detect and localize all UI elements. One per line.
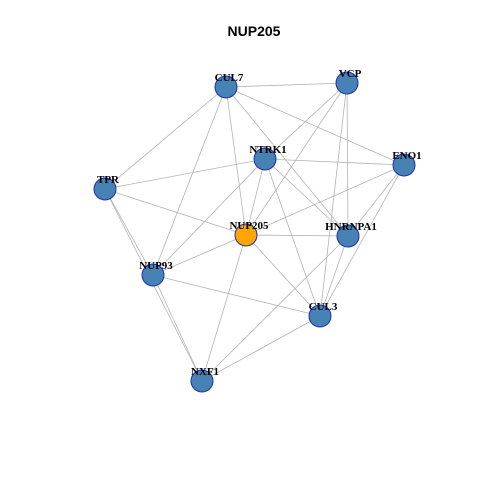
edge-layer — [104, 82, 405, 382]
edge-ntrk1-nup205 — [245, 158, 266, 236]
node-cul3 — [308, 304, 332, 328]
node-label-tpr: TPR — [97, 174, 120, 186]
node-vcp — [335, 71, 359, 95]
edge-cul7-eno1 — [225, 86, 405, 166]
node-eno1 — [392, 153, 416, 177]
node-label-eno1: ENO1 — [392, 150, 421, 162]
edge-nup93-nxf1 — [152, 274, 203, 382]
node-label-cul7: CUL7 — [215, 72, 244, 84]
edge-tpr-nup205 — [104, 188, 247, 236]
node-cul7 — [214, 75, 238, 99]
edge-cul7-tpr — [104, 86, 227, 190]
node-label-nup93: NUP93 — [139, 260, 173, 272]
edge-cul7-vcp — [225, 82, 348, 88]
edge-eno1-hnrnpa1 — [347, 164, 405, 237]
edge-nup205-cul3 — [245, 234, 321, 317]
edge-ntrk1-nup93 — [152, 158, 266, 276]
edge-nup205-nup93 — [152, 234, 247, 276]
node-tpr — [93, 177, 117, 201]
edge-hnrnpa1-nxf1 — [201, 235, 349, 382]
node-label-cul3: CUL3 — [309, 301, 338, 313]
edge-eno1-cul3 — [319, 164, 405, 317]
node-label-nxf1: NXF1 — [191, 366, 219, 378]
node-nxf1 — [190, 369, 214, 393]
edge-nup93-cul3 — [152, 274, 321, 317]
edge-vcp-nup205 — [245, 82, 348, 236]
edge-cul7-nup205 — [225, 86, 247, 236]
node-label-hnrnpa1: HNRNPA1 — [325, 221, 377, 233]
edge-nup205-nxf1 — [201, 234, 247, 382]
node-hnrnpa1 — [336, 224, 360, 248]
edge-ntrk1-cul3 — [264, 158, 321, 317]
node-label-vcp: VCP — [339, 68, 362, 80]
node-ntrk1 — [253, 147, 277, 171]
node-nup205 — [234, 223, 258, 247]
edge-vcp-hnrnpa1 — [346, 82, 349, 237]
node-label-ntrk1: NTRK1 — [249, 144, 286, 156]
node-label-nup205: NUP205 — [229, 220, 269, 232]
edge-cul3-nxf1 — [201, 315, 321, 382]
node-nup93 — [141, 263, 165, 287]
edge-eno1-nup205 — [245, 164, 405, 236]
edge-ntrk1-eno1 — [264, 158, 405, 166]
edge-vcp-cul3 — [319, 82, 348, 317]
edge-hnrnpa1-cul3 — [319, 235, 349, 317]
edge-cul7-hnrnpa1 — [225, 86, 349, 237]
edge-ntrk1-hnrnpa1 — [264, 158, 349, 237]
diagram-title: NUP205 — [228, 23, 281, 39]
node-layer — [93, 71, 416, 393]
edge-cul7-nup93 — [152, 86, 227, 276]
edge-tpr-nup93 — [104, 188, 154, 276]
edge-nup205-hnrnpa1 — [245, 234, 349, 237]
edge-vcp-ntrk1 — [264, 82, 348, 160]
edge-ntrk1-tpr — [104, 158, 266, 190]
